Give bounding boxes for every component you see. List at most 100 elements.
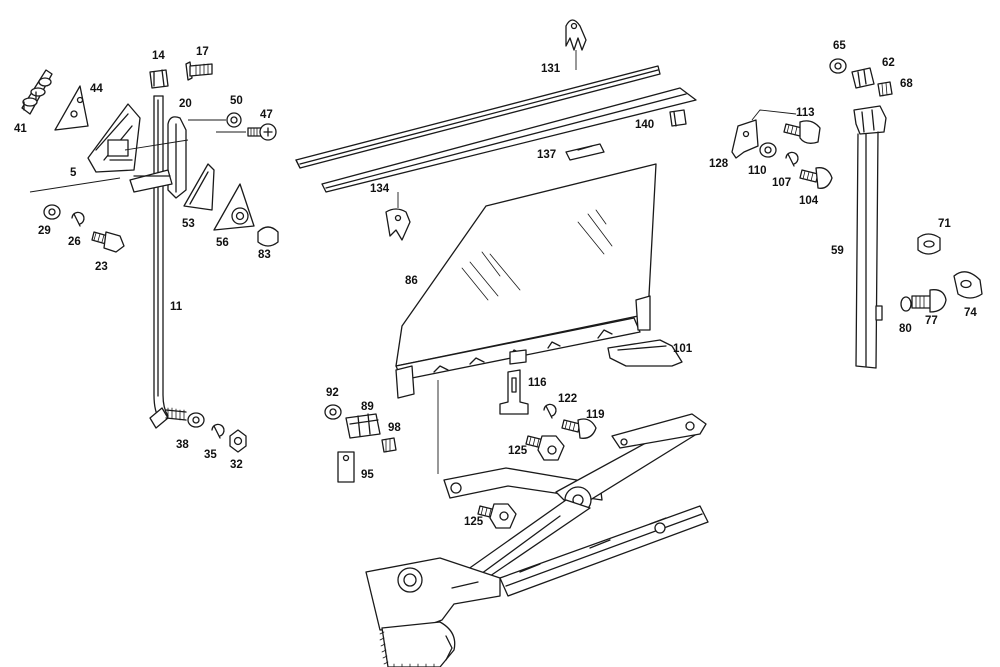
label-41: 41 bbox=[14, 123, 27, 135]
part-68-nut bbox=[877, 81, 893, 97]
part-29-washer bbox=[43, 204, 61, 220]
label-77: 77 bbox=[925, 315, 938, 327]
label-14: 14 bbox=[152, 50, 165, 62]
label-5: 5 bbox=[70, 167, 77, 179]
label-44: 44 bbox=[90, 83, 103, 95]
part-125-bolt-upper bbox=[525, 435, 565, 461]
label-95: 95 bbox=[361, 469, 374, 481]
label-17: 17 bbox=[196, 46, 209, 58]
part-131-retaining-clip bbox=[565, 19, 587, 70]
part-59-rear-guide-rail bbox=[853, 105, 887, 369]
label-35: 35 bbox=[204, 449, 217, 461]
label-86: 86 bbox=[405, 275, 418, 287]
label-74: 74 bbox=[964, 307, 977, 319]
label-71: 71 bbox=[938, 218, 951, 230]
label-80: 80 bbox=[899, 323, 912, 335]
label-59: 59 bbox=[831, 245, 844, 257]
part-11-front-guide-rail bbox=[149, 95, 169, 429]
label-56: 56 bbox=[216, 237, 229, 249]
part-137-guide-piece bbox=[565, 143, 605, 161]
label-23: 23 bbox=[95, 261, 108, 273]
part-134-retaining-clip bbox=[385, 192, 411, 241]
part-101-guide-block bbox=[607, 339, 683, 367]
part-92-washer bbox=[324, 404, 342, 420]
leader-line-128 bbox=[751, 109, 797, 121]
part-110-washer bbox=[759, 142, 777, 158]
part-77-screw bbox=[911, 289, 947, 313]
part-113-bolt bbox=[783, 120, 821, 144]
label-20: 20 bbox=[179, 98, 192, 110]
part-83-cap-nut bbox=[257, 226, 279, 247]
part-26-lock-washer bbox=[71, 211, 85, 227]
part-128-bracket bbox=[731, 119, 759, 159]
label-101: 101 bbox=[673, 343, 693, 355]
label-38: 38 bbox=[176, 439, 189, 451]
leader-lines-left bbox=[124, 119, 246, 151]
window-regulator-mechanism bbox=[365, 413, 709, 667]
part-74-buffer bbox=[953, 271, 983, 299]
label-89: 89 bbox=[361, 401, 374, 413]
label-125-upper: 125 bbox=[508, 445, 528, 457]
part-20-vent-pivot bbox=[129, 116, 187, 199]
part-53-triangle-bracket bbox=[183, 163, 215, 211]
part-95-plate bbox=[337, 451, 355, 483]
label-32: 32 bbox=[230, 459, 243, 471]
label-116: 116 bbox=[528, 377, 547, 389]
part-107-lock-washer bbox=[785, 151, 799, 167]
label-83: 83 bbox=[258, 249, 271, 261]
label-122: 122 bbox=[558, 393, 577, 405]
part-14-clip bbox=[149, 69, 169, 89]
part-71-grommet bbox=[917, 233, 941, 255]
part-41-vent-bracket bbox=[21, 69, 53, 115]
part-119-bolt bbox=[561, 418, 597, 439]
label-11: 11 bbox=[170, 301, 183, 313]
part-65-washer bbox=[829, 58, 847, 74]
label-107: 107 bbox=[772, 177, 791, 189]
part-38-washer bbox=[187, 412, 205, 428]
label-29: 29 bbox=[38, 225, 51, 237]
part-116-bracket bbox=[499, 369, 529, 415]
part-134-lower-channel bbox=[321, 87, 697, 193]
part-104-bolt bbox=[799, 167, 833, 189]
label-50: 50 bbox=[230, 95, 243, 107]
part-47-screw bbox=[247, 123, 277, 141]
part-50-washer bbox=[226, 112, 242, 128]
part-131-upper-channel bbox=[295, 65, 661, 169]
label-98: 98 bbox=[388, 422, 401, 434]
part-23-bolt bbox=[91, 231, 125, 253]
label-125-lower: 125 bbox=[464, 516, 484, 528]
label-128: 128 bbox=[709, 158, 729, 170]
part-17-screw bbox=[185, 61, 213, 81]
part-140-clip bbox=[669, 109, 687, 127]
part-62-clip bbox=[851, 67, 875, 89]
part-44-triangle-plate bbox=[54, 85, 89, 131]
part-125-bolt-lower bbox=[477, 503, 517, 529]
label-134: 134 bbox=[370, 183, 390, 195]
label-137: 137 bbox=[537, 149, 556, 161]
label-104: 104 bbox=[799, 195, 819, 207]
part-56-triangle-bracket bbox=[213, 183, 255, 231]
part-86-window-glass bbox=[395, 163, 657, 399]
label-65: 65 bbox=[833, 40, 846, 52]
part-89-clip bbox=[345, 413, 381, 439]
label-140: 140 bbox=[635, 119, 654, 131]
label-62: 62 bbox=[882, 57, 895, 69]
part-5-vent-frame bbox=[87, 103, 141, 173]
part-32-nut bbox=[229, 429, 247, 453]
part-98-nut bbox=[381, 437, 397, 453]
part-122-lock-washer bbox=[543, 403, 557, 419]
part-38-threaded-stud bbox=[165, 407, 187, 421]
part-35-lock-washer bbox=[211, 423, 225, 439]
label-110: 110 bbox=[748, 165, 767, 177]
label-113: 113 bbox=[796, 107, 815, 119]
label-26: 26 bbox=[68, 236, 81, 248]
label-119: 119 bbox=[586, 409, 605, 421]
label-131: 131 bbox=[541, 63, 561, 75]
leader-line-5 bbox=[29, 177, 121, 193]
label-47: 47 bbox=[260, 109, 273, 121]
label-92: 92 bbox=[326, 387, 339, 399]
label-53: 53 bbox=[182, 218, 195, 230]
part-80-washer bbox=[900, 296, 912, 312]
